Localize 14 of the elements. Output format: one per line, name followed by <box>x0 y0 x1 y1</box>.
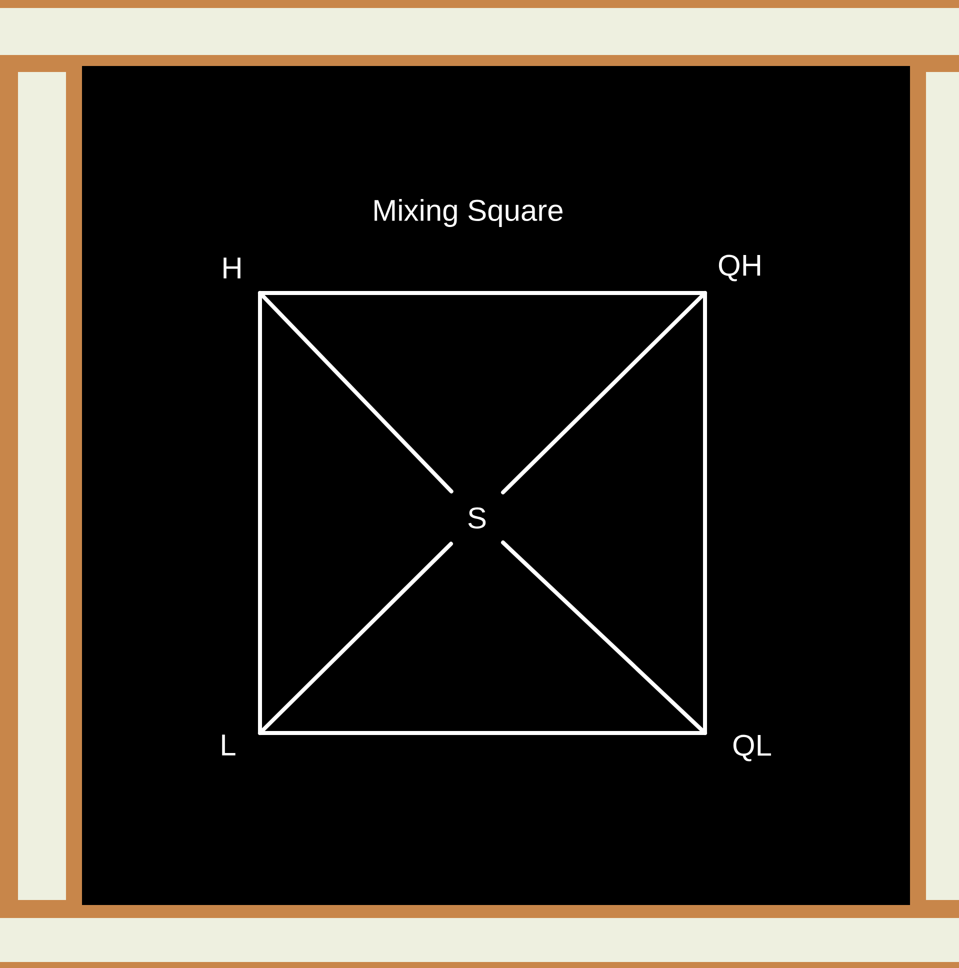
corner-label: L <box>222 734 236 756</box>
corner-label: QH <box>718 254 760 282</box>
line <box>501 540 707 735</box>
line <box>258 291 454 494</box>
line <box>258 542 453 735</box>
point-label: S <box>468 507 486 529</box>
line <box>258 731 707 735</box>
line <box>501 291 707 494</box>
corner-label: QL <box>733 734 772 762</box>
line <box>258 291 262 735</box>
line <box>703 291 707 735</box>
corner-label: H <box>224 258 240 278</box>
line <box>258 291 707 295</box>
title: Mixing Square <box>374 199 562 227</box>
